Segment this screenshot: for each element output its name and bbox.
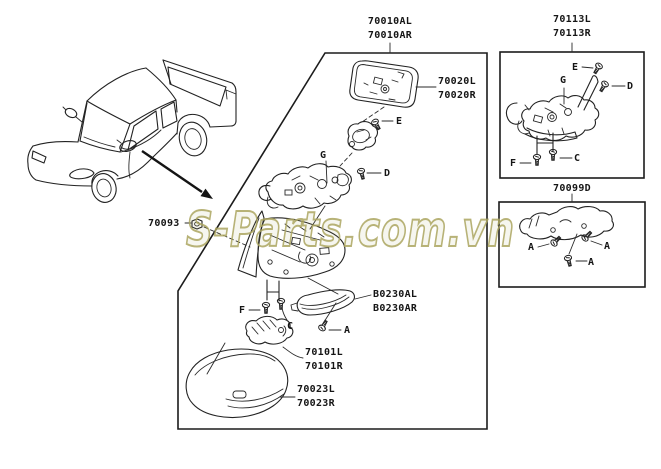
panel-70099-box [498,201,646,288]
housing-assembly-drawing [237,210,346,302]
truck-door-mirror [116,139,137,152]
label-70113: 70113L 70113R [546,13,598,40]
label-70101-line2: 70101R [305,360,343,372]
callout-c-70113: C [574,153,581,164]
label-70113-line2: 70113R [553,27,591,39]
mirror-glass-drawing [349,60,419,108]
bracket-assembly-drawing [258,163,352,210]
callout-e-main: E [396,116,403,127]
label-70020: 70020L 70020R [438,75,476,102]
screw-f-70113 [532,153,542,166]
screw-a-main [317,318,330,333]
label-70023-line1: 70023L [297,384,335,395]
label-70099: 70099D [553,183,591,194]
callout-g-main: G [320,150,327,161]
label-70101: 70101L 70101R [305,346,343,373]
label-70023: 70023L 70023R [297,383,335,410]
callout-c-main: C [287,321,294,332]
callout-e-70113: E [572,62,579,73]
label-70010: 70010AL 70010AR [360,15,420,42]
gusset-bracket-70101-drawing [206,315,294,375]
turn-lamp-drawing [290,289,355,323]
callout-a-bottom-70099: A [588,257,595,268]
callout-a-left-70099: A [528,242,535,253]
callout-f-70113: F [510,158,517,169]
pointer-arrow [141,150,213,199]
main-assembly-box [177,52,488,430]
callout-f-main: F [239,305,246,316]
panel-70099-drawing [519,193,614,262]
leader-lines-main [184,42,437,398]
label-70093: 70093 [148,218,180,229]
screw-f-main [261,301,271,314]
callout-d-70113: D [627,81,634,92]
panel-70113-drawing [505,42,626,164]
callout-d-main: D [384,168,391,179]
callout-a-right-70099: A [604,241,611,252]
label-70023-line2: 70023R [297,397,335,409]
watermark: S-Parts.com.vn [185,202,515,258]
callout-g-70113: G [560,75,567,86]
screw-a-bottom-70099 [563,254,575,268]
screw-d-70113 [597,79,610,94]
screw-e-70113 [591,61,604,76]
truck-illustration [27,59,237,203]
truck-far-mirror [62,106,83,123]
nut-70093-drawing [191,218,203,230]
label-b0230-line1: B0230AL [373,289,418,300]
label-70113-line1: 70113L [553,14,591,25]
label-b0230: B0230AL B0230AR [373,288,417,315]
screw-d-main [356,167,368,181]
callout-a-main: A [344,325,351,336]
label-70020-line1: 70020L [438,76,476,87]
label-b0230-line2: B0230AR [373,302,418,314]
mirror-cover-drawing [185,348,289,419]
assembly-axis-lines [307,106,385,295]
label-70101-line1: 70101L [305,347,343,358]
screw-a-right-70099 [580,229,594,243]
label-70020-line2: 70020R [438,89,476,101]
label-70010-line2: 70010AR [367,29,413,41]
mirror-actuator-drawing [347,121,378,151]
label-70010-line1: 70010AL [367,16,413,27]
